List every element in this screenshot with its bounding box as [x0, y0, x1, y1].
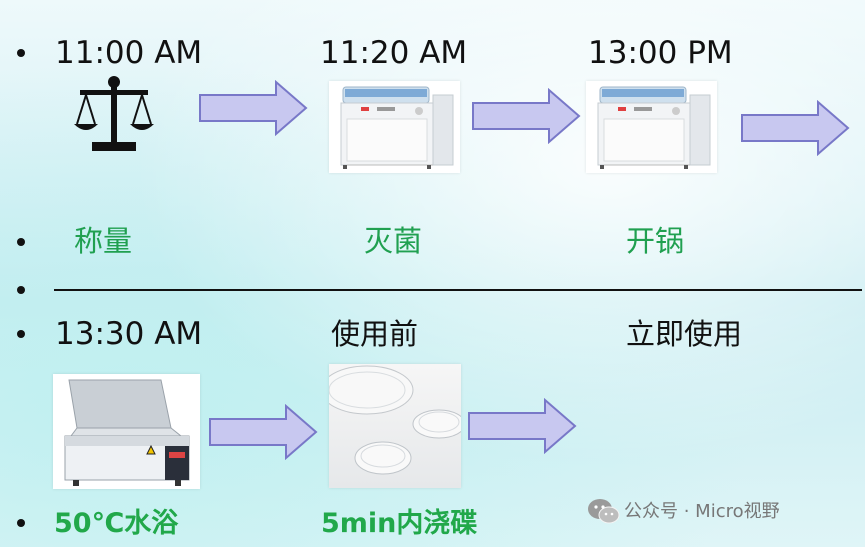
before-use-label: 使用前 [331, 317, 419, 351]
arrow-icon [208, 403, 318, 461]
time-label-1: 11:00 AM [55, 35, 203, 71]
water-bath-image [53, 374, 200, 489]
step-label-sterilize: 灭菌 [364, 224, 423, 258]
balance-scale-icon [72, 74, 156, 154]
divider [54, 289, 862, 291]
arrow-icon [467, 397, 577, 455]
autoclave-image [586, 81, 717, 173]
arrow-icon [471, 87, 581, 145]
bullet [17, 286, 25, 294]
petri-dish-image [320, 364, 466, 488]
arrow-icon [740, 99, 850, 157]
water-bath-label: 50℃水浴 [54, 508, 179, 539]
bullet [17, 49, 25, 57]
pour-plates-label: 5min内浇碟 [321, 508, 478, 539]
arrow-icon [198, 79, 308, 137]
time-label-3: 13:00 PM [588, 35, 733, 71]
step-label-weigh: 称量 [74, 224, 133, 258]
time-label-2: 11:20 AM [320, 35, 468, 71]
watermark-text: 公众号 · Micro视野 [624, 501, 780, 522]
autoclave-image [329, 81, 460, 173]
time-label-4: 13:30 AM [55, 316, 203, 352]
bullet [17, 238, 25, 246]
bullet [17, 330, 25, 338]
use-now-label: 立即使用 [626, 317, 743, 351]
bullet [17, 519, 25, 527]
wechat-icon [587, 497, 621, 527]
step-label-open: 开锅 [626, 224, 685, 258]
